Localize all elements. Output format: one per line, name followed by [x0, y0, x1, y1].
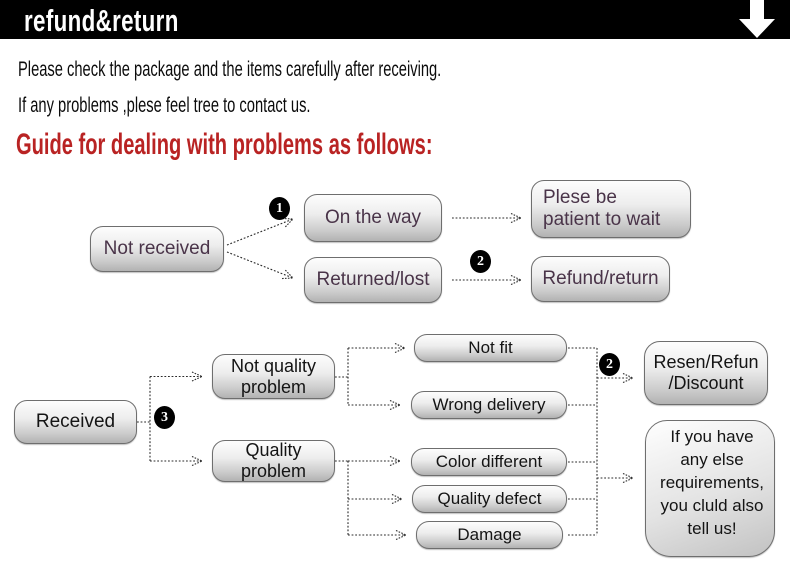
header-bar: refund&return [0, 0, 790, 39]
intro-line-1: Please check the package and the items c… [18, 58, 442, 81]
node-wrong-delivery: Wrong delivery [411, 391, 567, 419]
node-not-quality-problem: Not quality problem [212, 354, 335, 399]
node-not-received: Not received [90, 226, 224, 272]
node-quality-defect: Quality defect [412, 485, 567, 513]
node-damage: Damage [416, 521, 563, 549]
node-not-fit: Not fit [414, 334, 567, 362]
node-refund-return: Refund/return [531, 256, 670, 302]
node-color-different: Color different [411, 448, 567, 476]
guide-heading: Guide for dealing with problems as follo… [16, 128, 433, 161]
badge-3-icon: 3 [154, 406, 175, 429]
node-on-the-way: On the way [304, 194, 442, 242]
badge-2-second-icon: 2 [599, 353, 620, 376]
node-received: Received [14, 400, 137, 444]
page-title: refund&return [24, 3, 179, 38]
badge-2-first-icon: 2 [470, 250, 491, 273]
node-quality-problem: Quality problem [212, 440, 335, 482]
node-requirements-note: If you have any else requirements, you c… [645, 420, 775, 557]
node-returned-lost: Returned/lost [304, 257, 442, 303]
node-plese-be-patient: Plese be patient to wait [531, 180, 691, 238]
node-resen-refun-discount: Resen/Refun /Discount [644, 341, 768, 405]
intro-line-2: If any problems ,plese feel tree to cont… [18, 94, 311, 117]
badge-1-icon: 1 [269, 197, 290, 220]
down-arrow-icon [739, 0, 775, 38]
